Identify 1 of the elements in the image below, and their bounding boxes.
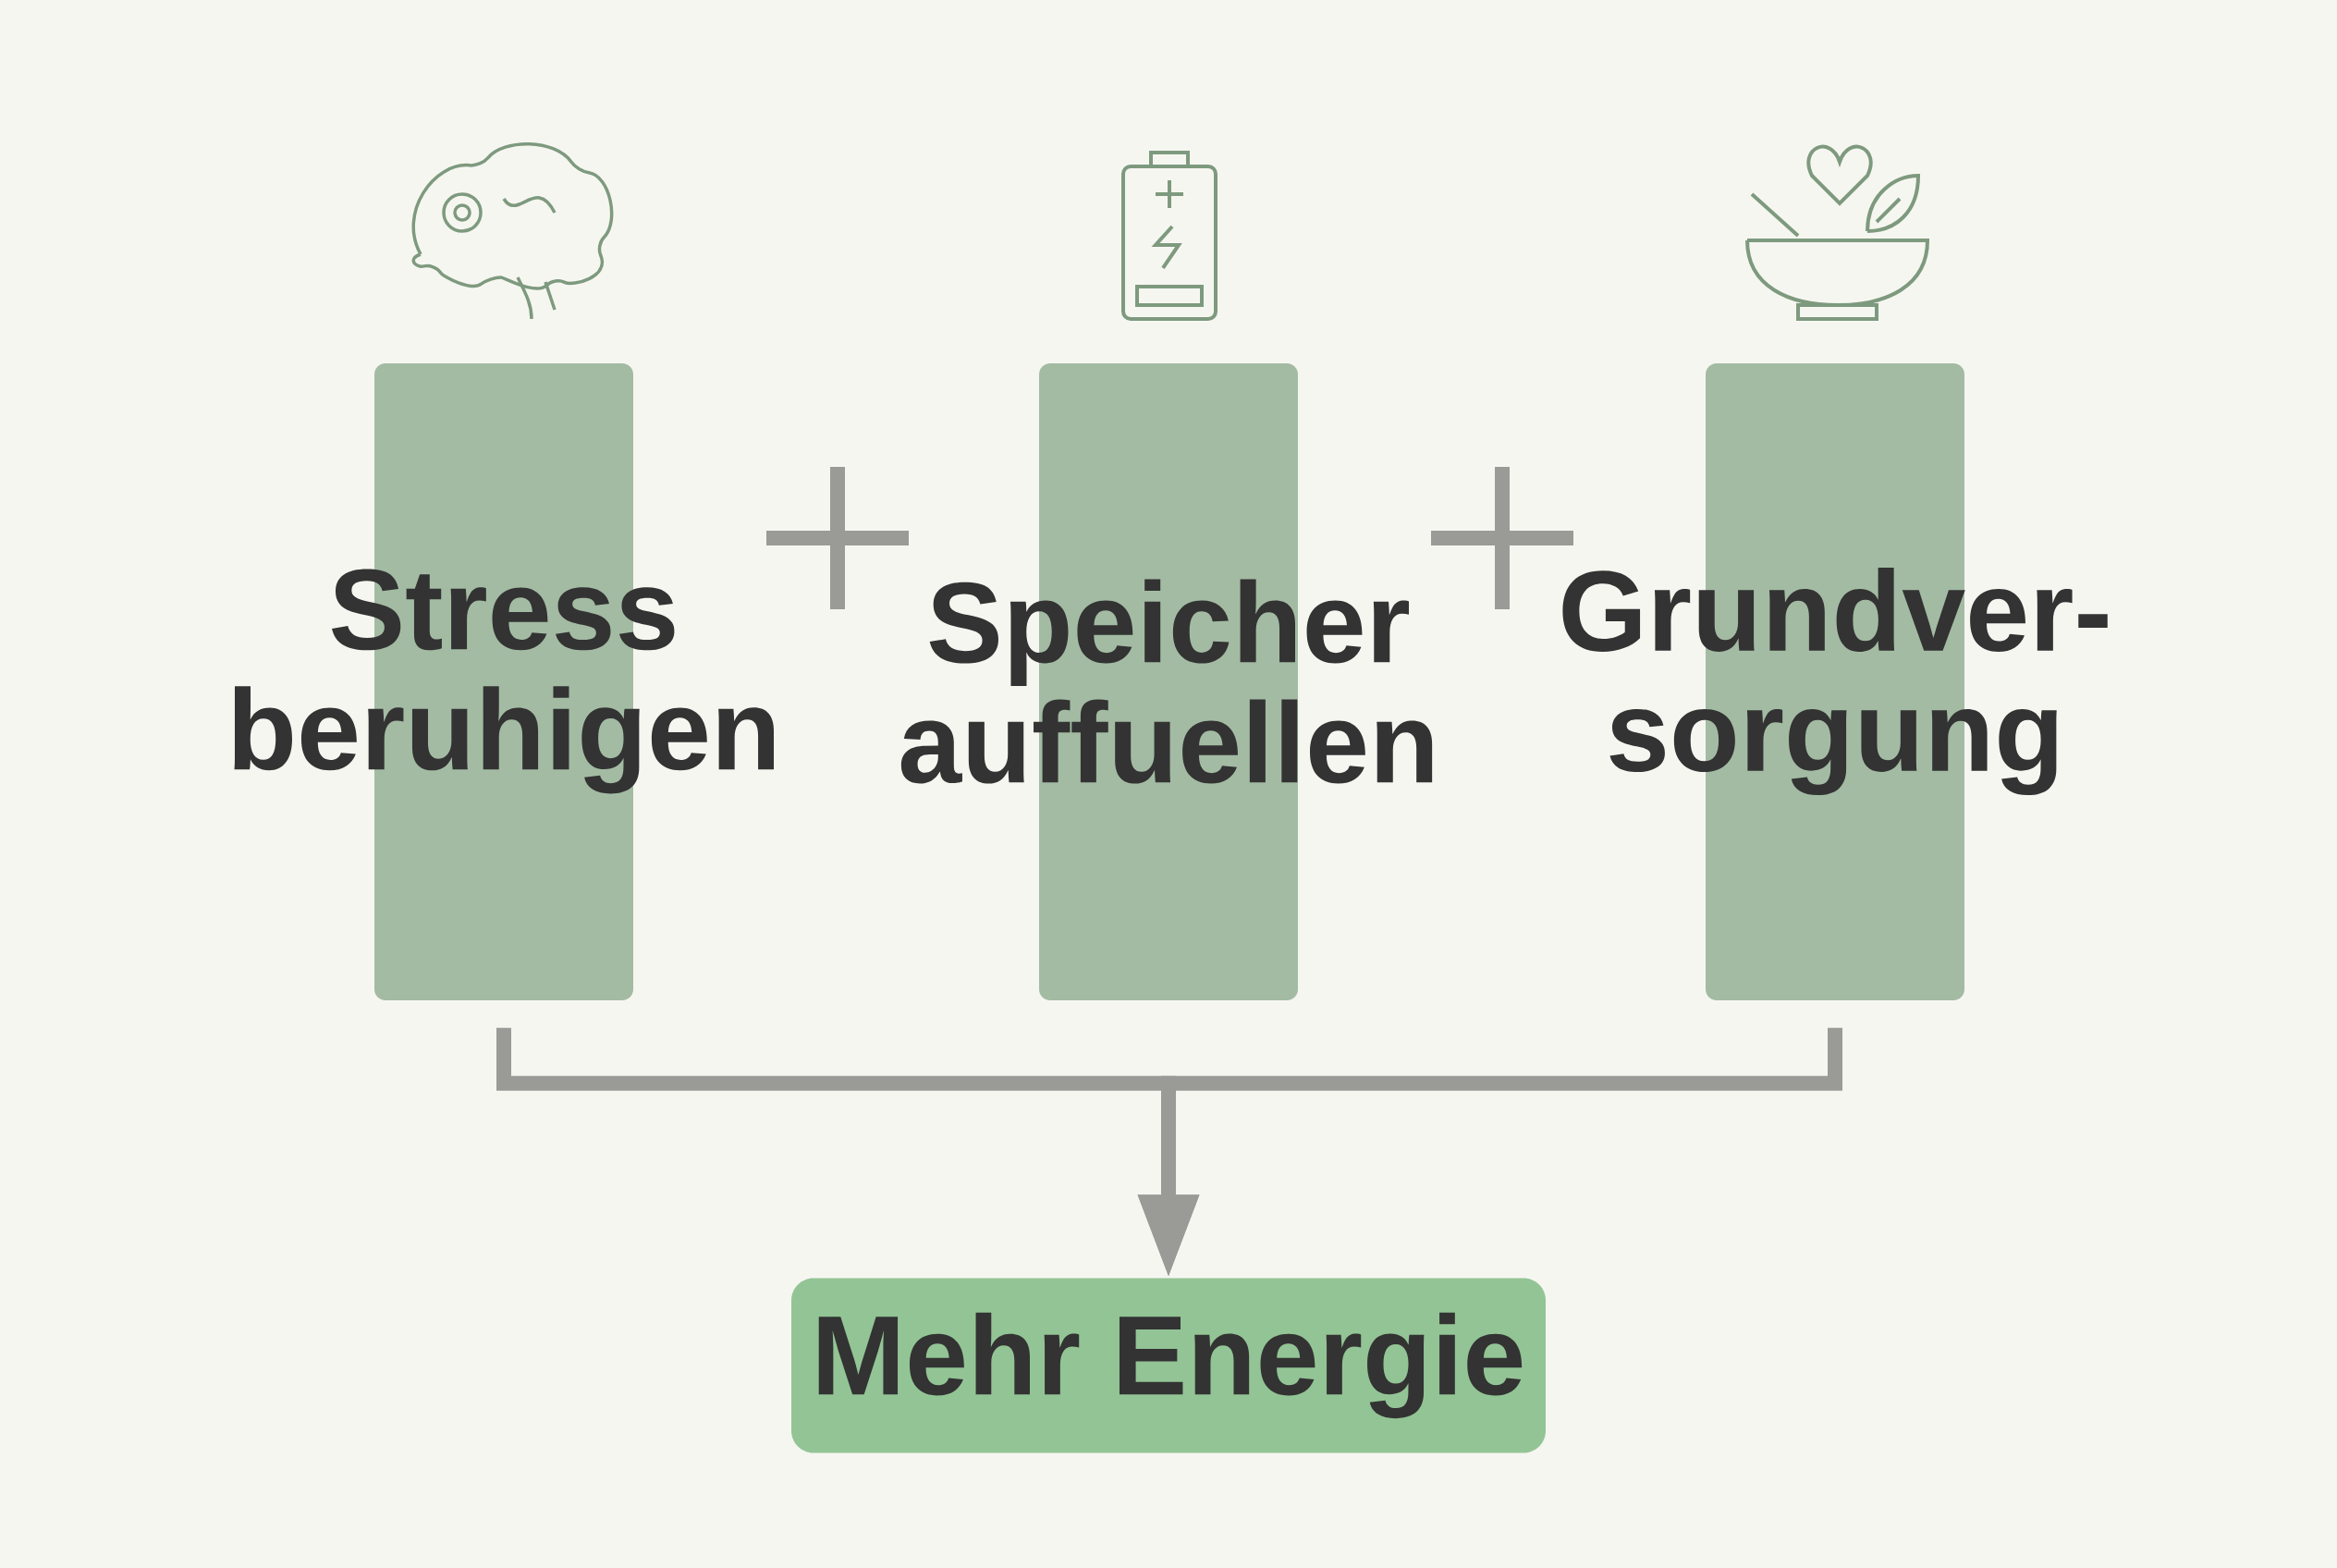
result-box: Mehr Energie [791,1278,1546,1453]
